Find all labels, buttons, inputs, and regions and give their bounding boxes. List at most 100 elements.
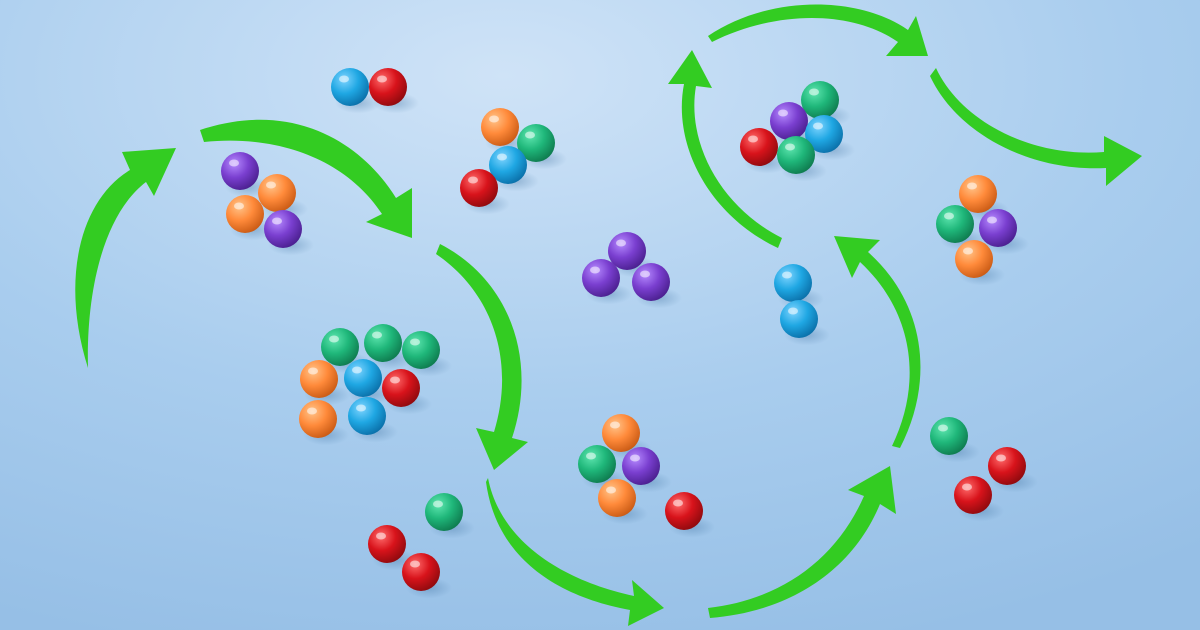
ball-highlight	[352, 366, 362, 374]
molecule-large-cluster	[299, 324, 452, 446]
ball-highlight	[778, 109, 788, 117]
ball-highlight	[963, 247, 973, 255]
ball-red	[954, 476, 992, 514]
ball-highlight	[356, 404, 366, 412]
molecule-bottom-center-cluster	[578, 414, 672, 525]
ball-highlight	[616, 239, 626, 247]
ball-blue	[780, 300, 818, 338]
ball-highlight	[307, 407, 317, 415]
ball-highlight	[785, 143, 795, 151]
ball-highlight	[606, 486, 616, 494]
ball-highlight	[782, 271, 792, 279]
arrow-curved-2	[200, 119, 412, 238]
ball-highlight	[640, 270, 650, 278]
molecule-orange-green-blue-red	[460, 108, 567, 215]
atom-single-red	[665, 492, 715, 538]
ball-highlight	[673, 499, 683, 507]
ball-orange	[226, 195, 264, 233]
ball-highlight	[813, 122, 823, 130]
ball-blue	[344, 359, 382, 397]
ball-highlight	[329, 335, 339, 343]
ball-highlight	[308, 367, 318, 375]
molecule-green-red-red-right	[930, 417, 1038, 522]
ball-highlight	[234, 202, 244, 210]
ball-green	[936, 205, 974, 243]
ball-highlight	[377, 75, 387, 83]
ball-highlight	[468, 176, 478, 184]
ball-highlight	[610, 421, 620, 429]
ball-highlight	[748, 135, 758, 143]
ball-purple	[979, 209, 1017, 247]
ball-highlight	[372, 331, 382, 339]
molecules-layer	[221, 68, 1038, 599]
arrow-curved-9	[930, 68, 1142, 186]
ball-green	[930, 417, 968, 455]
ball-red	[740, 128, 778, 166]
ball-orange	[598, 479, 636, 517]
arrow-curved-1	[75, 148, 176, 368]
ball-highlight	[489, 115, 499, 123]
ball-green	[578, 445, 616, 483]
ball-green	[402, 331, 440, 369]
ball-highlight	[788, 307, 798, 315]
ball-highlight	[586, 452, 596, 460]
ball-highlight	[996, 454, 1006, 462]
ball-orange	[299, 400, 337, 438]
ball-red	[368, 525, 406, 563]
molecule-purple-orange-left	[221, 152, 314, 256]
ball-orange	[955, 240, 993, 278]
ball-highlight	[272, 217, 282, 225]
ball-highlight	[376, 532, 386, 540]
ball-highlight	[497, 153, 507, 161]
ball-red	[988, 447, 1026, 485]
ball-green	[364, 324, 402, 362]
arrow-curved-8	[708, 4, 928, 56]
ball-red	[382, 369, 420, 407]
ball-highlight	[809, 88, 819, 96]
molecule-blue-red-top	[331, 68, 419, 114]
ball-purple	[632, 263, 670, 301]
ball-orange	[481, 108, 519, 146]
ball-blue	[774, 264, 812, 302]
ball-red	[665, 492, 703, 530]
ball-highlight	[339, 75, 349, 83]
ball-green	[425, 493, 463, 531]
ball-green	[777, 136, 815, 174]
ball-blue	[331, 68, 369, 106]
ball-green	[321, 328, 359, 366]
arrow-curved-5	[708, 466, 896, 618]
ball-highlight	[410, 338, 420, 346]
ball-highlight	[944, 212, 954, 220]
ball-highlight	[962, 483, 972, 491]
ball-red	[369, 68, 407, 106]
ball-orange	[300, 360, 338, 398]
ball-highlight	[630, 454, 640, 462]
ball-orange	[602, 414, 640, 452]
ball-highlight	[229, 159, 239, 167]
ball-highlight	[967, 182, 977, 190]
ball-highlight	[590, 266, 600, 274]
ball-purple	[264, 210, 302, 248]
ball-highlight	[410, 560, 420, 568]
ball-purple	[622, 447, 660, 485]
ball-purple	[582, 259, 620, 297]
molecule-top-right-cluster	[740, 81, 855, 182]
ball-highlight	[938, 424, 948, 432]
ball-red	[402, 553, 440, 591]
molecule-red-red-green-bottom-left	[368, 493, 475, 599]
ball-blue	[348, 397, 386, 435]
ball-orange	[959, 175, 997, 213]
molecule-orange-green-purple-right	[936, 175, 1029, 286]
ball-highlight	[525, 131, 535, 139]
ball-highlight	[390, 376, 400, 384]
arrow-curved-4	[486, 478, 664, 626]
molecule-blue-pair	[774, 264, 830, 346]
arrow-curved-6	[834, 236, 921, 448]
ball-highlight	[266, 181, 276, 189]
arrows-layer	[75, 4, 1142, 626]
ball-orange	[258, 174, 296, 212]
ball-highlight	[433, 500, 443, 508]
ball-purple	[770, 102, 808, 140]
